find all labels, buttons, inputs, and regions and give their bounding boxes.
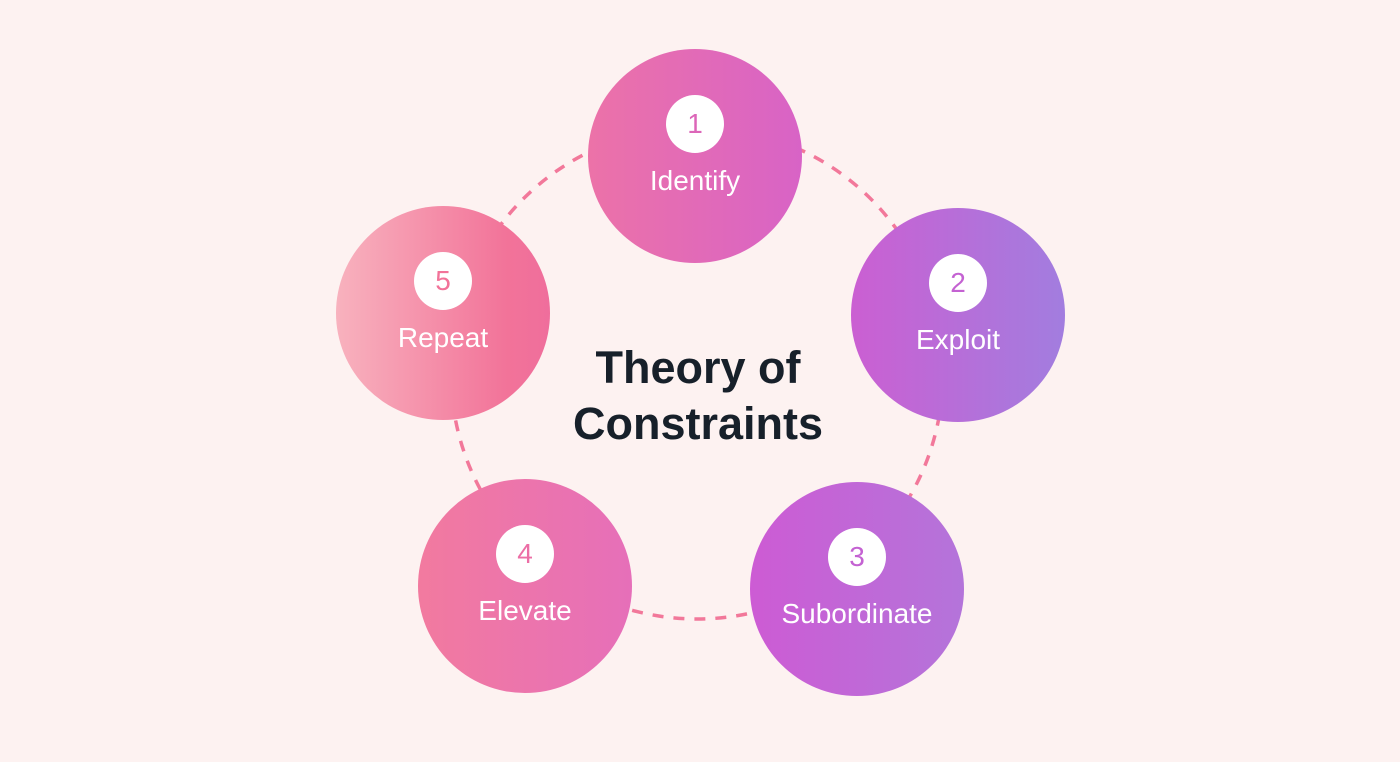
step-number-badge: 2 xyxy=(929,254,987,312)
diagram-title: Theory of Constraints xyxy=(500,340,896,452)
step-node-elevate: 4 Elevate xyxy=(418,479,632,693)
diagram-title-line-2: Constraints xyxy=(572,398,824,449)
step-label: Elevate xyxy=(478,595,572,626)
step-number-badge: 4 xyxy=(496,525,554,583)
step-node-repeat: 5 Repeat xyxy=(336,206,550,420)
step-node-exploit: 2 Exploit xyxy=(851,208,1065,422)
step-label: Exploit xyxy=(915,324,1001,355)
step-node-identify: 1 Identify xyxy=(588,49,802,263)
step-node-subordinate: 3 Subordinate xyxy=(750,482,964,696)
step-number-badge: 1 xyxy=(666,95,724,153)
diagram-title-line-1: Theory of xyxy=(595,342,801,393)
step-label: Subordinate xyxy=(781,598,933,629)
step-number-badge: 5 xyxy=(414,252,472,310)
step-number-badge: 3 xyxy=(828,528,886,586)
step-label: Repeat xyxy=(397,322,489,353)
step-label: Identify xyxy=(649,165,741,196)
